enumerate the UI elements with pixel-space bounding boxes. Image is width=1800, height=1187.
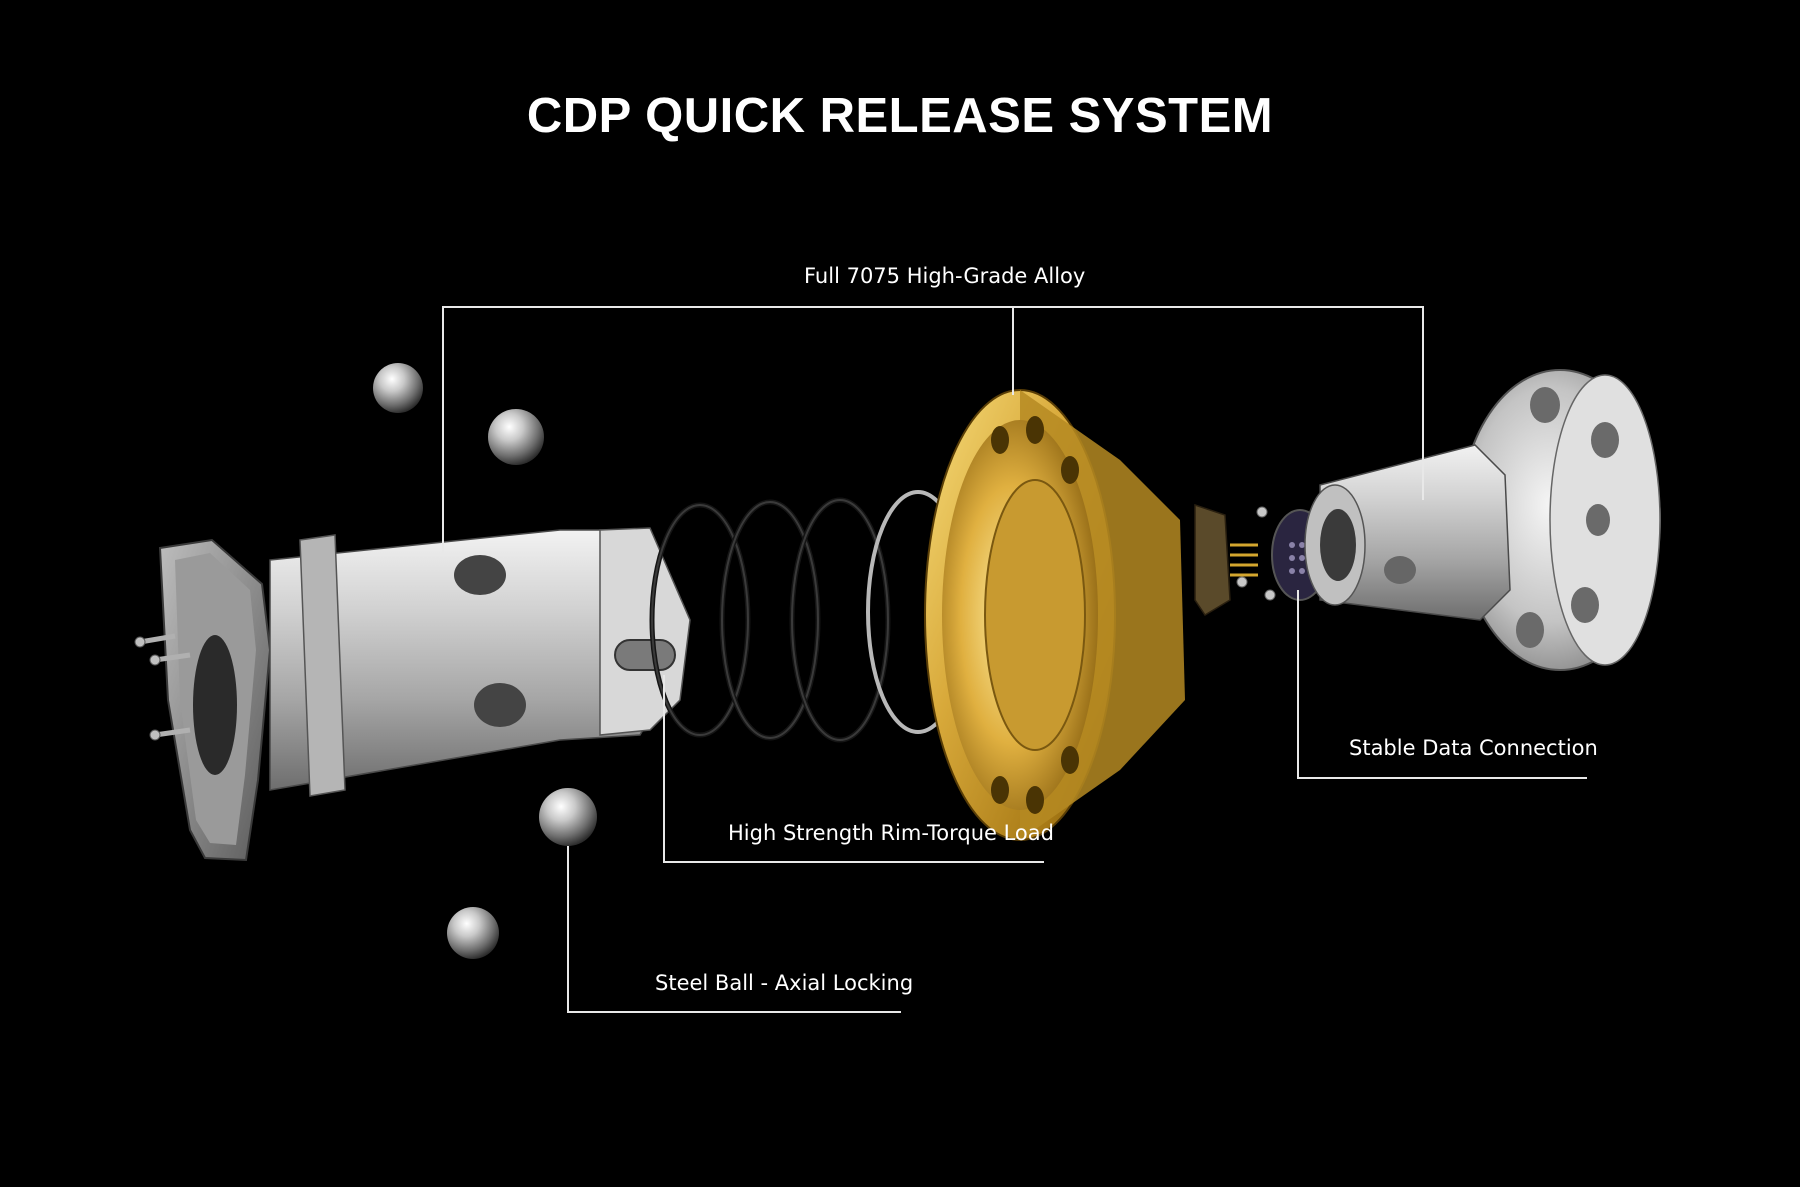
steel-ball-1 — [373, 363, 423, 413]
callout-label-alloy: Full 7075 High-Grade Alloy — [804, 264, 1086, 288]
callout-label-data-connection: Stable Data Connection — [1349, 736, 1598, 760]
steel-ball-3 — [539, 788, 597, 846]
callout-lines — [442, 306, 1587, 1013]
hub-hole-upper — [454, 555, 506, 595]
right-hub-body — [1319, 444, 1511, 621]
gold-ring-holes — [991, 416, 1079, 814]
hub-slot — [614, 639, 676, 671]
hub-nose — [599, 527, 691, 736]
steel-ball-2 — [488, 409, 544, 465]
right-hub-hole — [1384, 556, 1416, 584]
gold-ring-bore — [984, 479, 1086, 751]
steel-ball-4 — [447, 907, 499, 959]
right-flange-holes — [1516, 387, 1619, 648]
ball-callout-line — [567, 846, 901, 1013]
connector-screws — [1236, 506, 1276, 601]
steel-balls — [373, 363, 597, 959]
flange-bore — [193, 635, 237, 775]
left-screws — [134, 633, 191, 741]
hub-hole-lower — [474, 683, 526, 727]
right-hub-socket — [1320, 509, 1356, 581]
left-hub-component — [134, 527, 691, 862]
callout-label-steel-ball: Steel Ball - Axial Locking — [655, 971, 914, 995]
right-hub-component — [1304, 369, 1661, 671]
connector-board — [1194, 503, 1231, 617]
gold-release-ring — [924, 389, 1185, 841]
page-title: CDP QUICK RELEASE SYSTEM — [526, 89, 1274, 143]
hub-collar — [299, 534, 346, 797]
connector-pins — [1230, 543, 1258, 577]
spring — [649, 490, 970, 743]
callout-label-torque-load: High Strength Rim-Torque Load — [728, 821, 1054, 845]
data-callout-line — [1297, 590, 1587, 779]
torque-callout-line — [663, 675, 1044, 863]
alloy-bracket — [442, 306, 1424, 553]
